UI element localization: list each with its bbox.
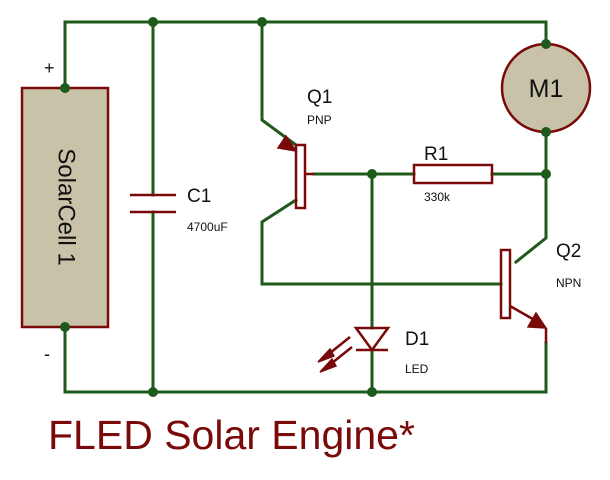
resistor-r1: R1 330k xyxy=(412,144,494,204)
capacitor-c1: C1 4700uF xyxy=(130,186,228,234)
q1-base-bar xyxy=(294,143,307,210)
m1-ref: M1 xyxy=(529,75,564,103)
solar-cell-body xyxy=(20,86,110,329)
transistor-q1: Q1 PNP xyxy=(276,87,332,210)
diagram-title: FLED Solar Engine* xyxy=(48,412,415,458)
junction-m1-bottom xyxy=(541,127,551,137)
solar-cell-minus-terminal xyxy=(60,322,70,332)
junction-led-bottom xyxy=(367,387,377,397)
junction-m1-top xyxy=(541,39,551,49)
wire-q2-collector xyxy=(513,172,548,265)
r1-value: 330k xyxy=(424,190,451,204)
transistor-q2: Q2 NPN xyxy=(499,241,581,343)
d1-ref: D1 xyxy=(405,329,429,350)
solar-cell-minus-label: - xyxy=(44,344,50,364)
r1-ref: R1 xyxy=(424,144,448,165)
wire-bottom-rail xyxy=(63,325,548,394)
motor-m1: M1 xyxy=(500,42,592,134)
q2-base-bar xyxy=(499,248,512,320)
d1-triangle xyxy=(353,326,391,353)
junction-c1-bottom xyxy=(148,387,158,397)
q2-emitter-arrow-icon xyxy=(526,311,548,329)
junction-c1-top xyxy=(148,17,158,27)
q1-emitter-arrow-icon xyxy=(276,134,298,153)
junction-q1-base xyxy=(367,169,377,179)
q1-type: PNP xyxy=(307,113,332,127)
r1-body xyxy=(412,163,494,185)
solar-cell-plus-terminal xyxy=(60,83,70,93)
q2-ref: Q2 xyxy=(556,241,581,262)
junctions xyxy=(148,17,551,397)
q2-type: NPN xyxy=(556,276,581,290)
wires xyxy=(63,20,548,394)
c1-value: 4700uF xyxy=(187,220,228,234)
d1-type: LED xyxy=(405,362,429,376)
wire-q1-emitter xyxy=(260,20,299,148)
junction-q1-top xyxy=(257,17,267,27)
junction-r1-m1 xyxy=(541,169,551,179)
led-d1: D1 LED xyxy=(317,326,429,376)
solar-cell-plus-label: + xyxy=(44,58,55,78)
solar-cell-label: SolarCell 1 xyxy=(53,148,80,265)
q1-ref: Q1 xyxy=(307,87,332,108)
solar-cell: SolarCell 1 + - xyxy=(20,58,110,364)
wire-top-rail xyxy=(63,20,548,90)
c1-ref: C1 xyxy=(187,186,211,207)
wire-q1-collector xyxy=(260,197,503,286)
light-rays-icon xyxy=(317,336,353,373)
